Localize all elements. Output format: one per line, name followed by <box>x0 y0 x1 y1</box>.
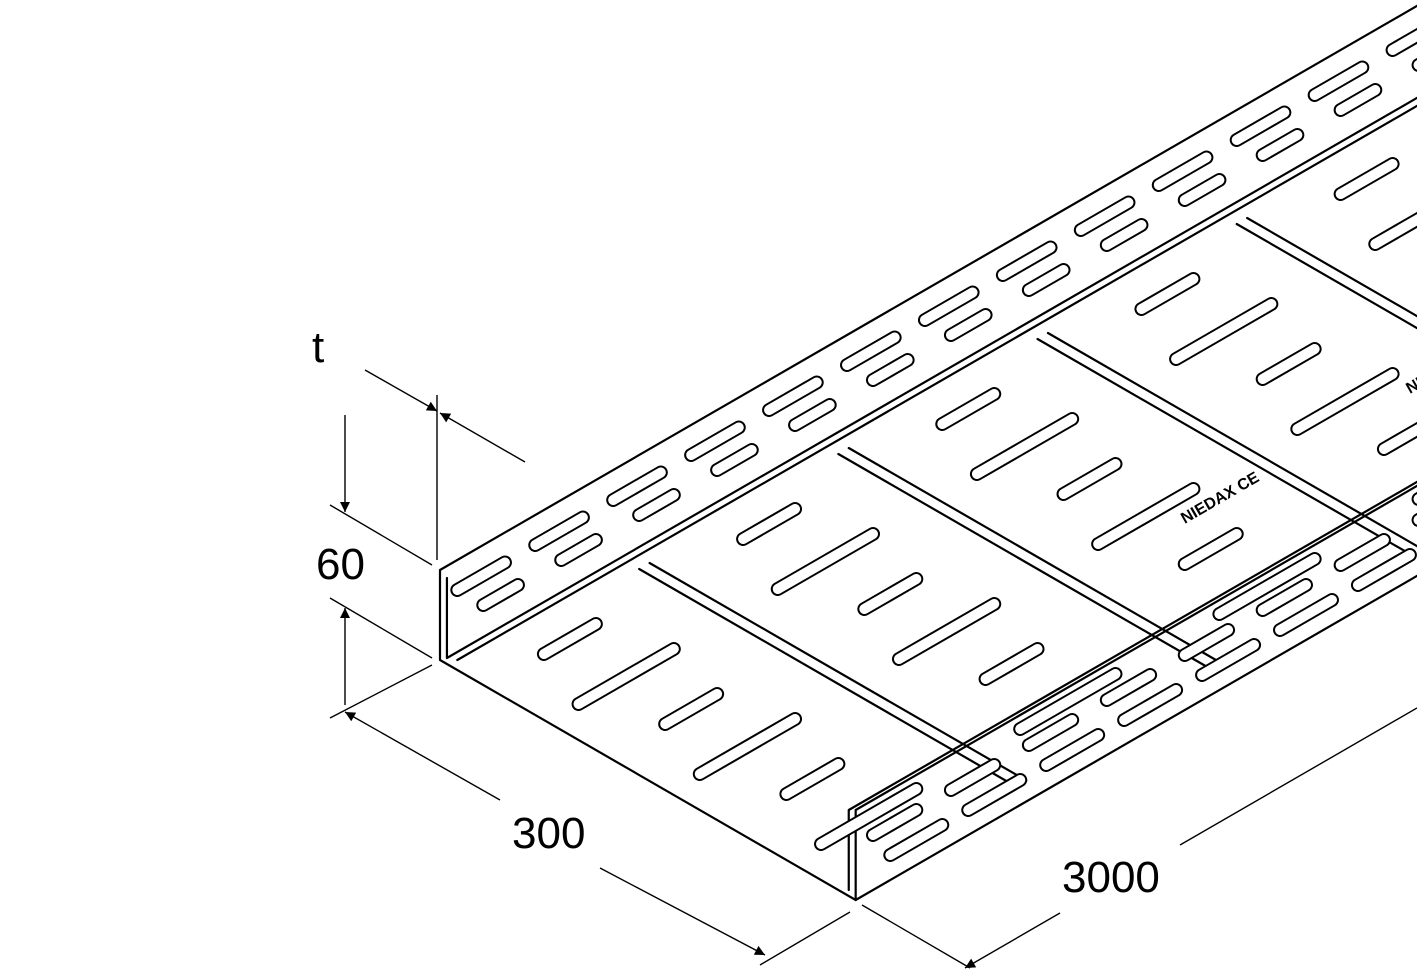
height-label: 60 <box>316 540 365 589</box>
base-slot-inner <box>1179 529 1242 569</box>
cross-rib <box>1246 216 1417 318</box>
back-wall-slot-inner <box>530 512 588 550</box>
back-wall-slot-inner <box>764 377 822 415</box>
base-slot-inner <box>893 599 1000 664</box>
base-slot-inner <box>738 504 801 544</box>
base-slot-inner <box>1093 484 1199 549</box>
base-slot-inner <box>573 644 679 709</box>
length-label: 3000 <box>1062 853 1160 902</box>
dimension-thickness: t <box>312 323 526 560</box>
back-wall-slot-inner <box>1231 107 1290 145</box>
back-wall-slot-inner <box>919 287 978 325</box>
back-wall-slot-inner <box>1075 197 1134 235</box>
back-wall-slot-inner <box>608 467 666 505</box>
back-wall-slot-inner <box>686 422 744 460</box>
base-slot-inner <box>1378 424 1417 454</box>
front-wall-slot-inner <box>1041 730 1104 770</box>
back-wall-slot-inner <box>790 400 835 430</box>
cross-rib <box>1046 331 1417 548</box>
base-slot-inner <box>971 414 1078 479</box>
base-slot-inner <box>1257 344 1320 384</box>
base-slot-inner <box>1136 274 1199 314</box>
cross-rib <box>648 561 1028 782</box>
base-slot-inner <box>1171 299 1277 364</box>
front-wall-inner-edge <box>847 480 1417 892</box>
front-wall-bottom-edge <box>854 574 1417 902</box>
cross-rib <box>847 446 1227 667</box>
back-wall-slot-inner <box>1309 62 1368 100</box>
base-slot-inner <box>1370 214 1417 249</box>
back-wall-slot-inner <box>452 557 510 595</box>
front-wall-slot-inner <box>1119 685 1182 725</box>
cross-rib <box>638 567 1017 788</box>
thickness-label: t <box>312 323 324 372</box>
back-wall-slot-inner <box>478 580 523 610</box>
base-slot-inner <box>1058 459 1121 499</box>
width-label: 300 <box>512 809 585 858</box>
cross-rib <box>837 452 1217 673</box>
back-wall-slot-inner <box>556 535 601 565</box>
back-wall-slot-inner <box>1179 175 1225 205</box>
back-wall-slot-inner <box>868 355 913 385</box>
back-wall-slot-inner <box>945 310 991 340</box>
base-slot-inner <box>816 784 922 849</box>
base-slot-inner <box>1214 554 1320 619</box>
base-slot-inner <box>772 529 878 594</box>
back-wall-slot-inner <box>1153 152 1212 190</box>
base-slot-inner <box>1015 669 1121 734</box>
front-wall-slot-inner <box>1197 640 1260 680</box>
back-wall-slot-inner <box>1257 130 1303 160</box>
cross-rib <box>1235 222 1417 330</box>
front-wall-slot-inner <box>868 805 922 840</box>
front-wall-slot-inner <box>1275 595 1337 635</box>
base-slot-inner <box>660 689 723 729</box>
front-wall-slot-inner <box>1179 625 1234 660</box>
stamp-logo: NIEDAX CE <box>1403 339 1417 397</box>
perforation-slots <box>450 27 1417 862</box>
front-wall-slot-inner <box>1352 550 1415 590</box>
back-wall-slot-inner <box>1101 220 1147 250</box>
base-slot-inner <box>937 389 1000 429</box>
front-wall-slot-inner <box>1257 580 1311 615</box>
base-slot-inner <box>694 714 801 779</box>
base-slot-inner <box>1292 369 1398 434</box>
back-wall-slot-inner <box>1387 30 1417 55</box>
back-wall-slot-inner <box>842 332 900 370</box>
dimension-width: 300 <box>329 664 851 966</box>
front-wall-slot-inner <box>1023 715 1078 750</box>
back-wall-inner-edge <box>445 96 1417 660</box>
tray-outline <box>438 4 1417 902</box>
cable-tray-body <box>438 4 1417 902</box>
front-wall-slot-inner <box>963 775 1026 815</box>
back-wall-slot-inner <box>712 445 757 475</box>
base-slot-inner <box>859 574 922 614</box>
back-wall-slot-inner <box>634 490 679 520</box>
front-wall-slot-inner <box>1335 535 1389 570</box>
front-wall-slot-inner <box>885 820 948 860</box>
back-wall-slot-inner <box>1023 265 1069 295</box>
base-slot-inner <box>538 619 601 659</box>
dimension-height: 60 <box>316 415 433 705</box>
base-slot-inner <box>781 759 844 799</box>
front-wall-slot-inner <box>945 760 1000 795</box>
back-wall-slot-inner <box>1335 85 1381 115</box>
back-wall-slot-inner <box>997 242 1056 280</box>
dimension-length: 3000 <box>861 707 1417 969</box>
base-slot-inner <box>1335 159 1398 199</box>
base-slot-inner <box>980 644 1043 684</box>
cross-rib <box>1036 337 1416 558</box>
front-wall-slot-inner <box>1101 670 1156 705</box>
base-back-fold <box>456 104 1417 662</box>
